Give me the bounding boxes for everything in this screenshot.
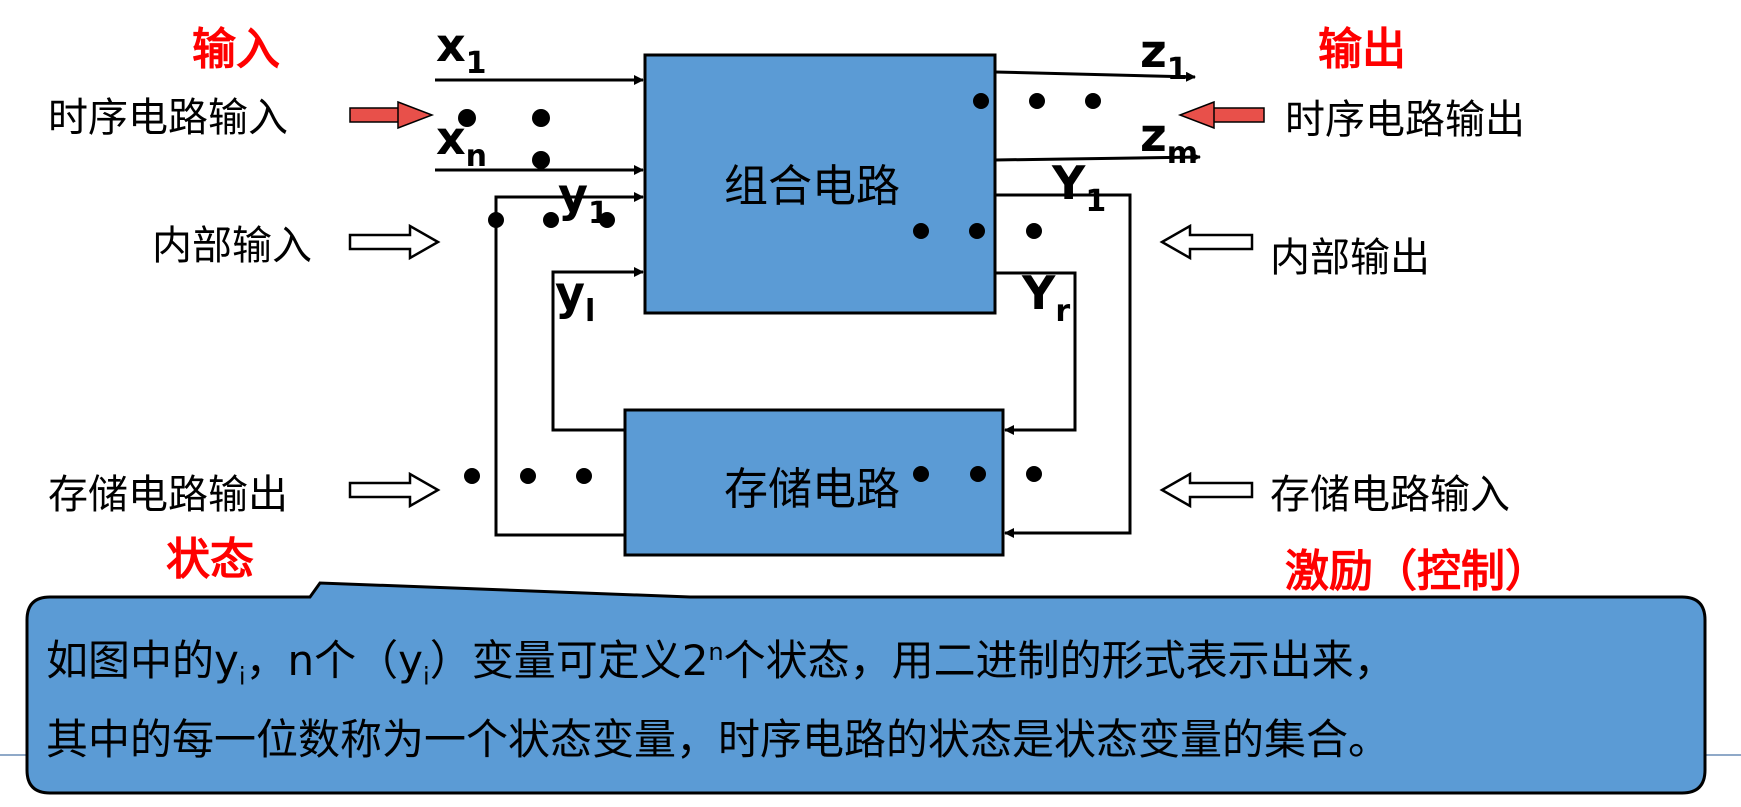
var-yl: yl xyxy=(555,266,596,329)
var-xn: xn xyxy=(436,111,488,174)
seq-input-label: 时序电路输入 xyxy=(48,95,288,141)
combinational-circuit-label: 组合电路 xyxy=(724,161,900,212)
storage-input-hollow-arrow xyxy=(1159,471,1254,509)
callout-line-2: 其中的每一位数称为一个状态变量，时序电路的状态是状态变量的集合。 xyxy=(46,715,1391,765)
state-label: 状态 xyxy=(166,534,254,585)
storage-output-hollow-arrow xyxy=(348,471,441,509)
var-y1: y1 xyxy=(558,168,609,231)
z1-arrow xyxy=(994,70,1196,82)
excitation-label: 激励（控制） xyxy=(1285,546,1549,597)
var-x1: x1 xyxy=(436,18,487,81)
zm-arrow xyxy=(994,152,1201,163)
internal-output-hollow-arrow xyxy=(1159,223,1254,261)
internal-input-hollow-arrow xyxy=(348,223,441,261)
callout-bubble xyxy=(25,581,1707,795)
storage-circuit-block xyxy=(623,408,1005,557)
var-z1: z1 xyxy=(1140,24,1188,87)
storage-circuit-label: 存储电路 xyxy=(724,464,900,515)
Y1-excitation-line xyxy=(995,193,1132,538)
seq-output-label: 时序电路输出 xyxy=(1285,97,1525,143)
internal-input-label: 内部输入 xyxy=(152,223,312,269)
seq-input-red-arrow xyxy=(349,100,435,130)
callout-text: 如图中的yi，n个（yi）变量可定义2n个状态，用二进制的形式表示出来， 其中的… xyxy=(46,620,1706,772)
var-Yr: Yr xyxy=(1022,266,1071,329)
seq-output-red-arrow xyxy=(1177,100,1265,130)
storage-output-label: 存储电路输出 xyxy=(48,472,288,518)
output-title: 输出 xyxy=(1318,24,1406,75)
y1-feedback-line xyxy=(494,192,644,537)
callout-line-1: 如图中的yi，n个（yi）变量可定义2n个状态，用二进制的形式表示出来， xyxy=(46,636,1396,691)
Yr-excitation-line xyxy=(995,271,1077,435)
var-zm: zm xyxy=(1140,108,1199,171)
yl-feedback-line xyxy=(551,267,644,432)
ellipsis-dots xyxy=(458,93,1101,484)
var-Y1: Y1 xyxy=(1052,156,1107,219)
internal-output-label: 内部输出 xyxy=(1270,235,1430,281)
combinational-circuit-block xyxy=(643,53,997,315)
input-title: 输入 xyxy=(192,24,280,75)
storage-input-label: 存储电路输入 xyxy=(1270,472,1510,518)
